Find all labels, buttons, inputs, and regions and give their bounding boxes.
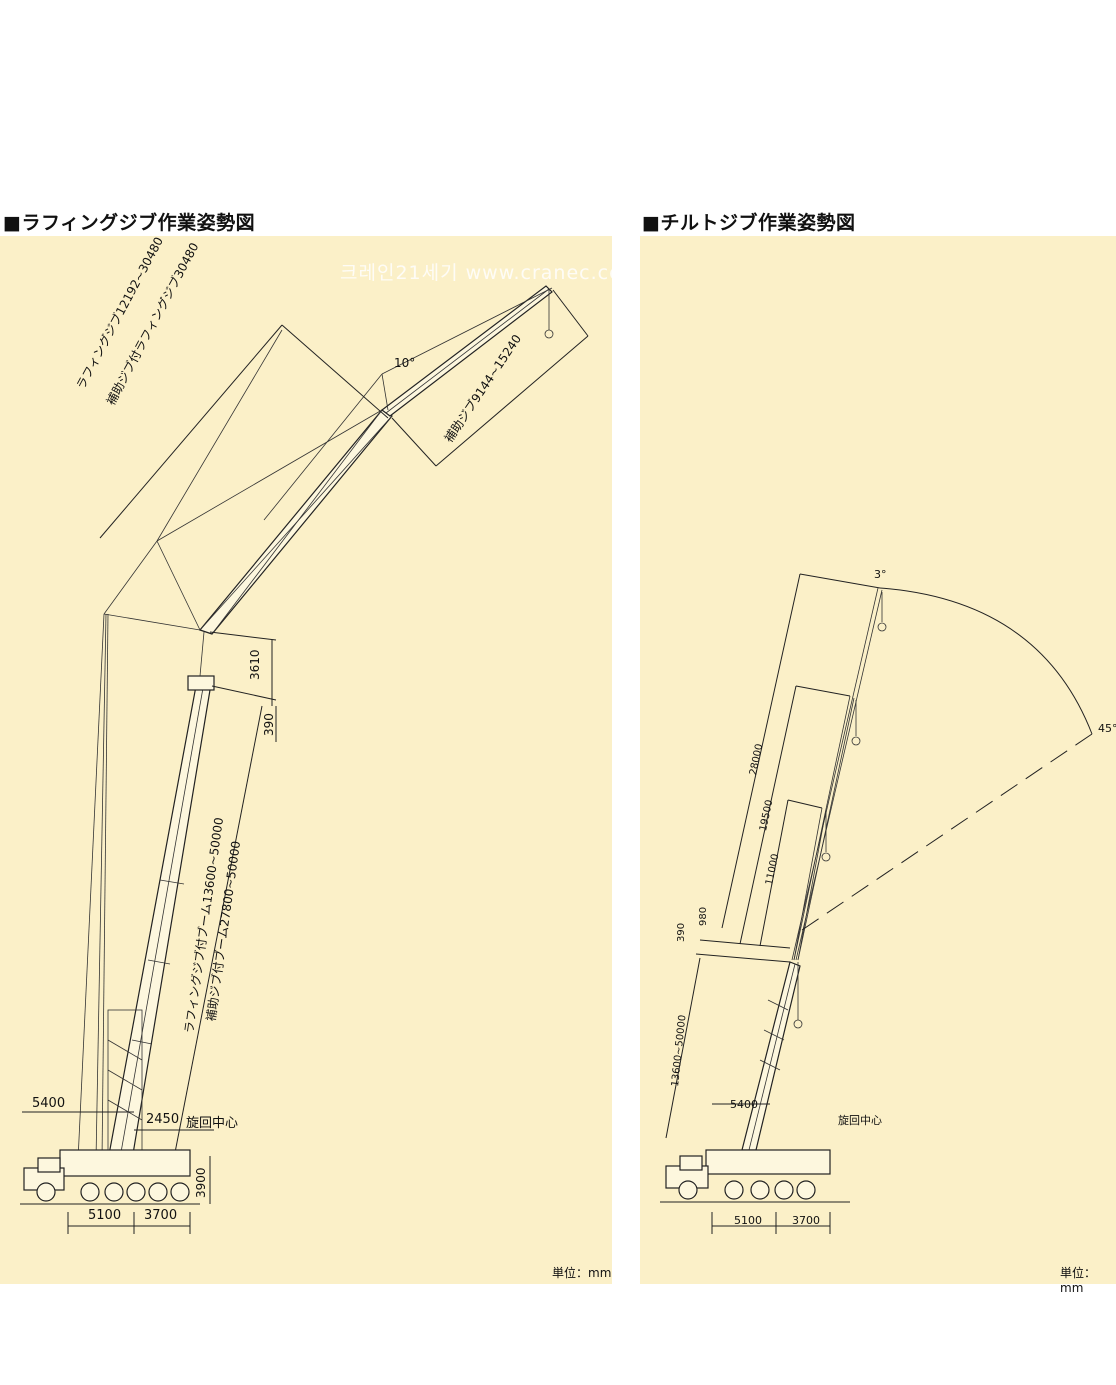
- dim-3610-label: 3610: [248, 649, 262, 680]
- angle-45-label: 45°: [1098, 722, 1116, 735]
- tilt-jib-drawing: [660, 573, 1093, 1234]
- dim-3700-label: 3700: [144, 1208, 178, 1223]
- luffing-jib: [198, 409, 393, 635]
- crane-carrier: [59, 1149, 191, 1177]
- dim-5400-label-right: 5400: [730, 1098, 758, 1111]
- dim-390-label-right: 390: [676, 922, 687, 942]
- tilt-crane-carrier: [705, 1149, 831, 1175]
- slewing-center-label-right: 旋回中心: [838, 1114, 882, 1127]
- tilt-jib-28000: [791, 587, 879, 961]
- dim-5100-label-right: 5100: [734, 1214, 762, 1227]
- slewing-center-label: 旋回中心: [186, 1116, 239, 1131]
- angle-3-label: 3°: [874, 568, 887, 581]
- dim-390-label: 390: [262, 713, 276, 736]
- luffing-jib-panel: ラフィングジブ12192~30480 補助ジブ付ラフィングジブ30480 10°…: [0, 235, 612, 1284]
- left-unit-label: 単位：mm: [552, 1266, 612, 1280]
- tilt-jib-19500: [793, 695, 851, 961]
- watermark-text: 크레인21세기 www.cranec.com: [340, 262, 642, 284]
- luffing-jib-drawing: [20, 285, 589, 1234]
- tilt-jib-panel: 3° 45° 28000 19500 11000 390 980 13600~5…: [640, 236, 1116, 1295]
- tilt-jib-11000: [793, 807, 823, 961]
- dim-3900-label: 3900: [194, 1167, 208, 1198]
- right-diagram-title: ■チルトジブ作業姿勢図: [642, 212, 856, 234]
- dim-980-label: 980: [698, 906, 709, 926]
- dim-5100-label: 5100: [88, 1208, 122, 1223]
- dim-2450-label: 2450: [146, 1112, 180, 1127]
- dim-3700-label-right: 3700: [792, 1214, 820, 1227]
- right-unit-label: 単位：mm: [1060, 1266, 1097, 1295]
- jib-offset-angle-label: 10°: [394, 356, 416, 370]
- tilt-main-boom: [741, 961, 801, 1151]
- dim-5400-label: 5400: [32, 1096, 66, 1111]
- left-diagram-title: ■ラフィングジブ作業姿勢図: [3, 212, 256, 234]
